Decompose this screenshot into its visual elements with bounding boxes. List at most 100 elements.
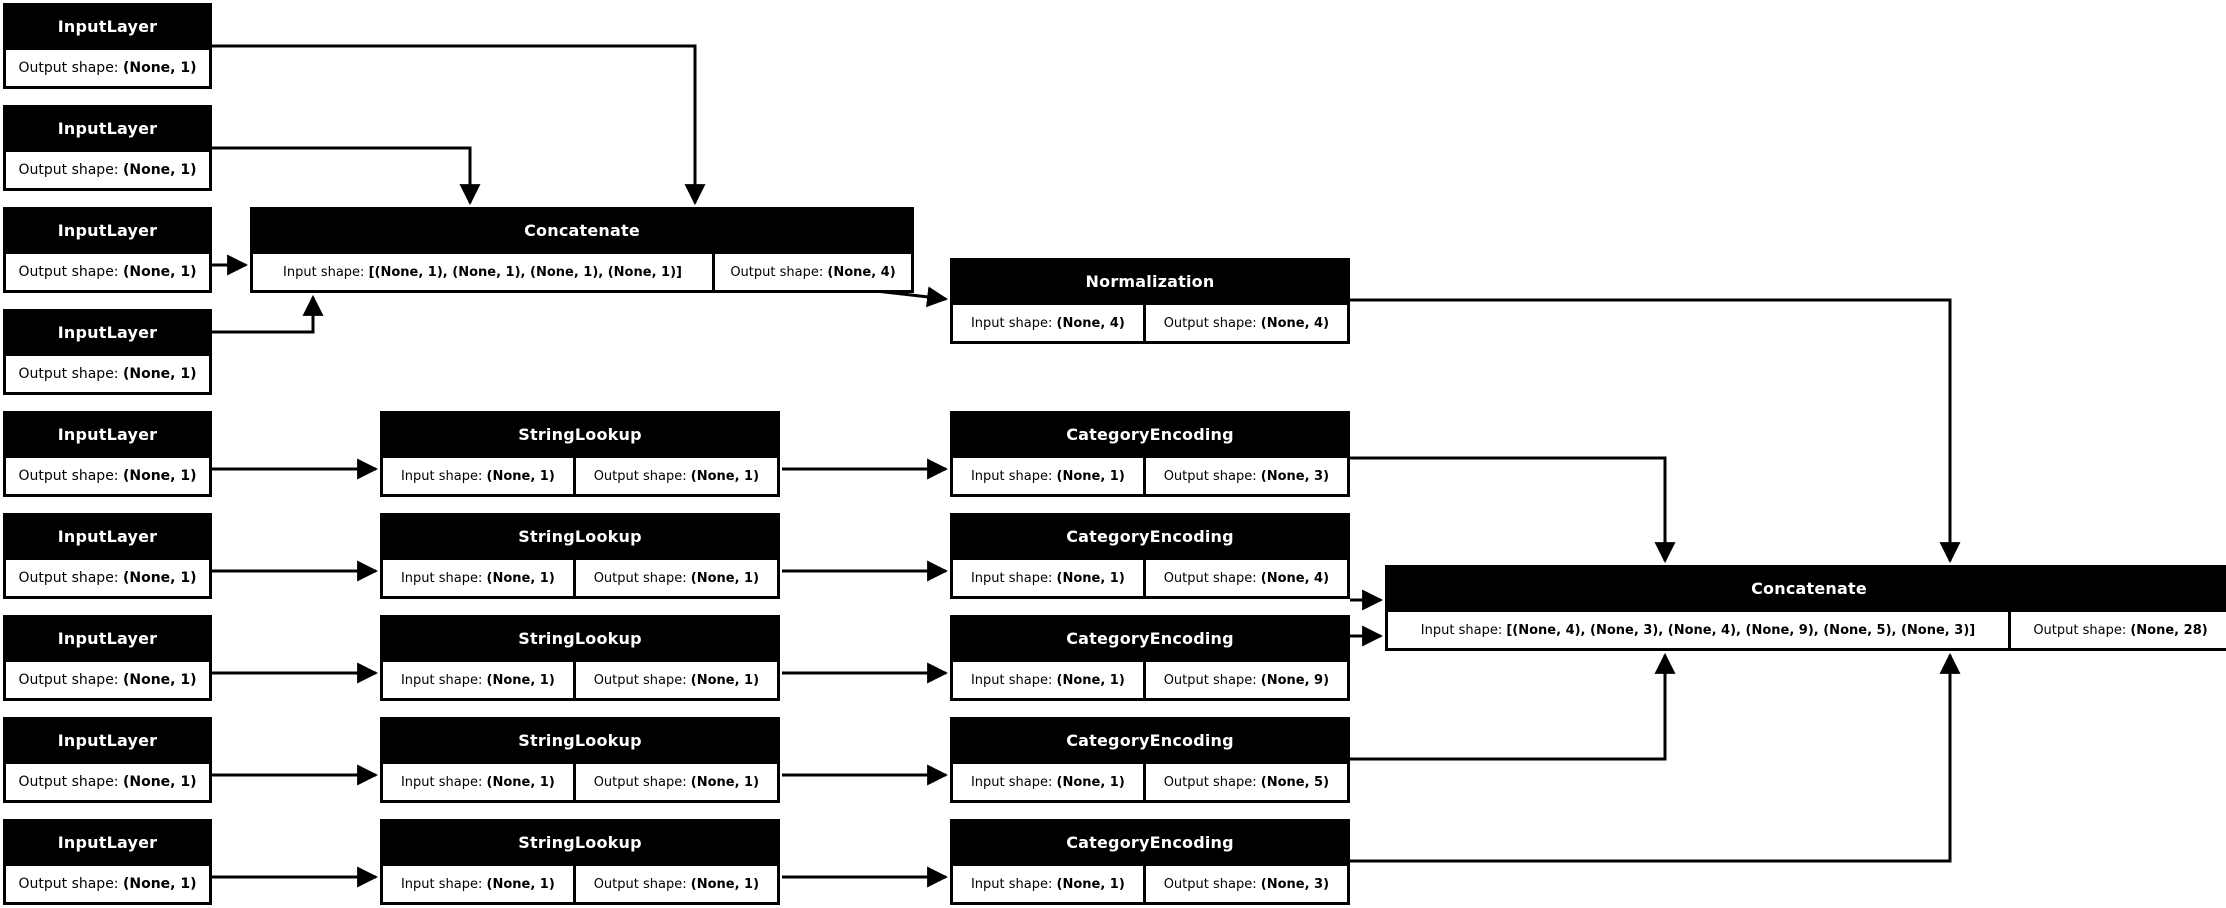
node-title: Concatenate — [1388, 568, 2226, 609]
node-body: Output shape: (None, 1) — [6, 863, 209, 902]
node-body: Input shape: (None, 1) Output shape: (No… — [383, 557, 777, 596]
node-title: CategoryEncoding — [953, 516, 1347, 557]
node-concatenate-all[interactable]: Concatenate Input shape: [(None, 4), (No… — [1385, 565, 2226, 651]
output-shape-value: (None, 4) — [827, 264, 896, 280]
node-category-encoding-4[interactable]: CategoryEncoding Input shape: (None, 1) … — [950, 717, 1350, 803]
input-shape-value: (None, 1) — [486, 774, 555, 790]
input-shape-label: Input shape: — [400, 876, 483, 892]
input-shape-value: (None, 1) — [486, 876, 555, 892]
input-shape-cell: Input shape: (None, 1) — [383, 866, 573, 902]
input-shape-cell: Input shape: (None, 1) — [953, 560, 1143, 596]
edge-input2-concat-num — [212, 146, 481, 206]
node-body: Input shape: (None, 4) Output shape: (No… — [953, 302, 1347, 341]
node-input-layer-5[interactable]: InputLayer Output shape: (None, 1) — [3, 411, 212, 497]
node-input-layer-4[interactable]: InputLayer Output shape: (None, 1) — [3, 309, 212, 395]
edge-categoryencoding1-concat-all — [1350, 456, 1676, 564]
node-input-layer-1[interactable]: InputLayer Output shape: (None, 1) — [3, 3, 212, 89]
output-shape-label: Output shape: — [1163, 876, 1257, 892]
node-body: Output shape: (None, 1) — [6, 761, 209, 800]
output-shape-cell: Output shape: (None, 1) — [6, 866, 209, 902]
node-title: InputLayer — [6, 312, 209, 353]
node-body: Input shape: (None, 1) Output shape: (No… — [953, 557, 1347, 596]
node-category-encoding-5[interactable]: CategoryEncoding Input shape: (None, 1) … — [950, 819, 1350, 905]
node-title: CategoryEncoding — [953, 618, 1347, 659]
input-shape-cell: Input shape: (None, 1) — [953, 458, 1143, 494]
node-normalization[interactable]: Normalization Input shape: (None, 4) Out… — [950, 258, 1350, 344]
output-shape-cell: Output shape: (None, 1) — [6, 662, 209, 698]
node-body: Input shape: (None, 1) Output shape: (No… — [383, 659, 777, 698]
node-input-layer-6[interactable]: InputLayer Output shape: (None, 1) — [3, 513, 212, 599]
output-shape-cell: Output shape: (None, 1) — [6, 50, 209, 86]
node-title: StringLookup — [383, 720, 777, 761]
node-title: StringLookup — [383, 822, 777, 863]
output-shape-label: Output shape: — [1163, 570, 1257, 586]
output-shape-value: (None, 1) — [122, 774, 197, 790]
output-shape-cell: Output shape: (None, 1) — [6, 458, 209, 494]
output-shape-value: (None, 1) — [122, 162, 197, 178]
node-body: Output shape: (None, 1) — [6, 557, 209, 596]
node-string-lookup-1[interactable]: StringLookup Input shape: (None, 1) Outp… — [380, 411, 780, 497]
output-shape-value: (None, 1) — [122, 876, 197, 892]
node-input-layer-2[interactable]: InputLayer Output shape: (None, 1) — [3, 105, 212, 191]
input-shape-cell: Input shape: (None, 1) — [383, 662, 573, 698]
node-category-encoding-3[interactable]: CategoryEncoding Input shape: (None, 1) … — [950, 615, 1350, 701]
input-shape-cell: Input shape: (None, 1) — [383, 764, 573, 800]
input-shape-cell: Input shape: (None, 1) — [383, 458, 573, 494]
output-shape-cell: Output shape: (None, 9) — [1142, 662, 1347, 698]
output-shape-label: Output shape: — [593, 876, 687, 892]
input-shape-label: Input shape: — [400, 468, 483, 484]
node-string-lookup-4[interactable]: StringLookup Input shape: (None, 1) Outp… — [380, 717, 780, 803]
node-body: Input shape: (None, 1) Output shape: (No… — [953, 863, 1347, 902]
output-shape-cell: Output shape: (None, 3) — [1142, 458, 1347, 494]
output-shape-value: (None, 1) — [122, 264, 197, 280]
node-body: Output shape: (None, 1) — [6, 659, 209, 698]
output-shape-label: Output shape: — [18, 774, 119, 790]
output-shape-value: (None, 5) — [1260, 774, 1330, 790]
node-title: InputLayer — [6, 108, 209, 149]
node-title: CategoryEncoding — [953, 414, 1347, 455]
input-shape-label: Input shape: — [970, 672, 1053, 688]
node-concatenate-numeric[interactable]: Concatenate Input shape: [(None, 1), (No… — [250, 207, 914, 293]
node-category-encoding-2[interactable]: CategoryEncoding Input shape: (None, 1) … — [950, 513, 1350, 599]
output-shape-label: Output shape: — [1163, 315, 1257, 331]
node-string-lookup-2[interactable]: StringLookup Input shape: (None, 1) Outp… — [380, 513, 780, 599]
output-shape-label: Output shape: — [593, 468, 687, 484]
output-shape-value: (None, 1) — [690, 774, 760, 790]
node-title: InputLayer — [6, 618, 209, 659]
output-shape-label: Output shape: — [18, 366, 119, 382]
output-shape-cell: Output shape: (None, 4) — [712, 254, 911, 290]
node-title: InputLayer — [6, 414, 209, 455]
node-body: Input shape: (None, 1) Output shape: (No… — [383, 761, 777, 800]
output-shape-value: (None, 4) — [1260, 315, 1330, 331]
input-shape-value: [(None, 1), (None, 1), (None, 1), (None,… — [368, 264, 682, 280]
output-shape-cell: Output shape: (None, 3) — [1142, 866, 1347, 902]
node-body: Input shape: (None, 1) Output shape: (No… — [383, 863, 777, 902]
input-shape-cell: Input shape: (None, 1) — [383, 560, 573, 596]
input-shape-cell: Input shape: (None, 1) — [953, 764, 1143, 800]
node-title: InputLayer — [6, 720, 209, 761]
output-shape-value: (None, 1) — [690, 876, 760, 892]
node-input-layer-9[interactable]: InputLayer Output shape: (None, 1) — [3, 819, 212, 905]
node-title: InputLayer — [6, 6, 209, 47]
output-shape-label: Output shape: — [18, 570, 119, 586]
node-body: Output shape: (None, 1) — [6, 455, 209, 494]
node-input-layer-7[interactable]: InputLayer Output shape: (None, 1) — [3, 615, 212, 701]
input-shape-cell: Input shape: (None, 1) — [953, 662, 1143, 698]
output-shape-value: (None, 1) — [690, 672, 760, 688]
input-shape-label: Input shape: — [283, 264, 365, 280]
node-string-lookup-5[interactable]: StringLookup Input shape: (None, 1) Outp… — [380, 819, 780, 905]
output-shape-cell: Output shape: (None, 1) — [572, 866, 777, 902]
output-shape-cell: Output shape: (None, 28) — [2008, 612, 2226, 648]
node-input-layer-8[interactable]: InputLayer Output shape: (None, 1) — [3, 717, 212, 803]
output-shape-label: Output shape: — [18, 60, 119, 76]
node-title: InputLayer — [6, 210, 209, 251]
edge-input1-concat-num — [212, 44, 706, 206]
node-category-encoding-1[interactable]: CategoryEncoding Input shape: (None, 1) … — [950, 411, 1350, 497]
node-title: Concatenate — [253, 210, 911, 251]
node-title: CategoryEncoding — [953, 720, 1347, 761]
node-input-layer-3[interactable]: InputLayer Output shape: (None, 1) — [3, 207, 212, 293]
output-shape-cell: Output shape: (None, 1) — [6, 764, 209, 800]
output-shape-value: (None, 4) — [1260, 570, 1330, 586]
output-shape-label: Output shape: — [730, 264, 824, 280]
node-string-lookup-3[interactable]: StringLookup Input shape: (None, 1) Outp… — [380, 615, 780, 701]
